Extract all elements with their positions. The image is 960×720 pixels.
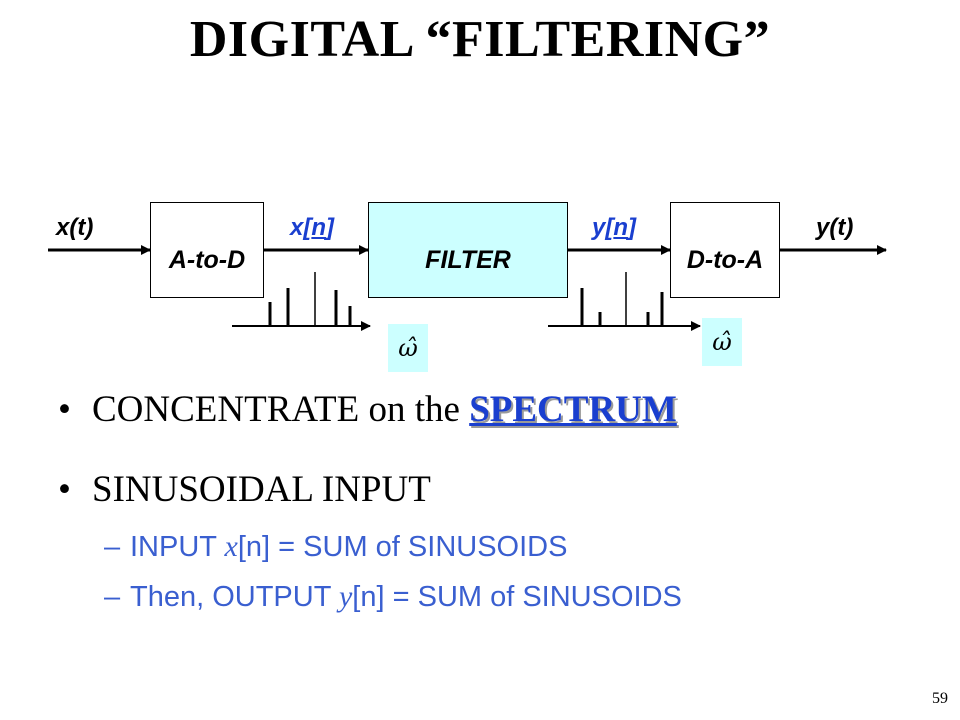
input-dt-label: x[n] xyxy=(290,214,335,241)
output-ct-label: y(t) xyxy=(816,214,854,241)
input-omega-hat-label: ω̂ xyxy=(388,324,428,372)
output-spectrum xyxy=(548,272,701,331)
spectrum-link[interactable]: SPECTRUM xyxy=(469,389,677,430)
dac-label: D-to-A xyxy=(686,245,764,274)
filter-block: FILTER xyxy=(368,202,568,298)
input-ct-label: x(t) xyxy=(56,214,94,241)
subbullet-output: –Then, OUTPUT y[n] = SUM of SINUSOIDS xyxy=(104,580,682,613)
bullet-sinusoidal-text: SINUSOIDAL INPUT xyxy=(92,469,431,510)
dac-block: D-to-A xyxy=(670,202,780,298)
adc-block: A-to-D xyxy=(150,202,264,298)
bullet-dot: • xyxy=(58,389,71,430)
slide-title: DIGITAL “FILTERING” xyxy=(189,11,771,68)
output-dt-label: y[n] xyxy=(592,214,637,241)
adc-label: A-to-D xyxy=(168,245,246,274)
page-number: 59 xyxy=(932,690,948,707)
input-spectrum xyxy=(232,272,371,331)
filter-label: FILTER xyxy=(425,245,511,274)
bullet-sinusoidal-input: • SINUSOIDAL INPUT xyxy=(58,468,431,512)
bullet-spectrum-text: CONCENTRATE on the xyxy=(92,389,470,430)
output-omega-hat-label: ω̂ xyxy=(702,318,742,366)
bullet-spectrum: • CONCENTRATE on the SPECTRUM xyxy=(58,388,677,432)
bullet-dot: • xyxy=(58,469,71,510)
block-diagram xyxy=(48,245,887,331)
subbullet-input: –INPUT x[n] = SUM of SINUSOIDS xyxy=(104,530,568,563)
